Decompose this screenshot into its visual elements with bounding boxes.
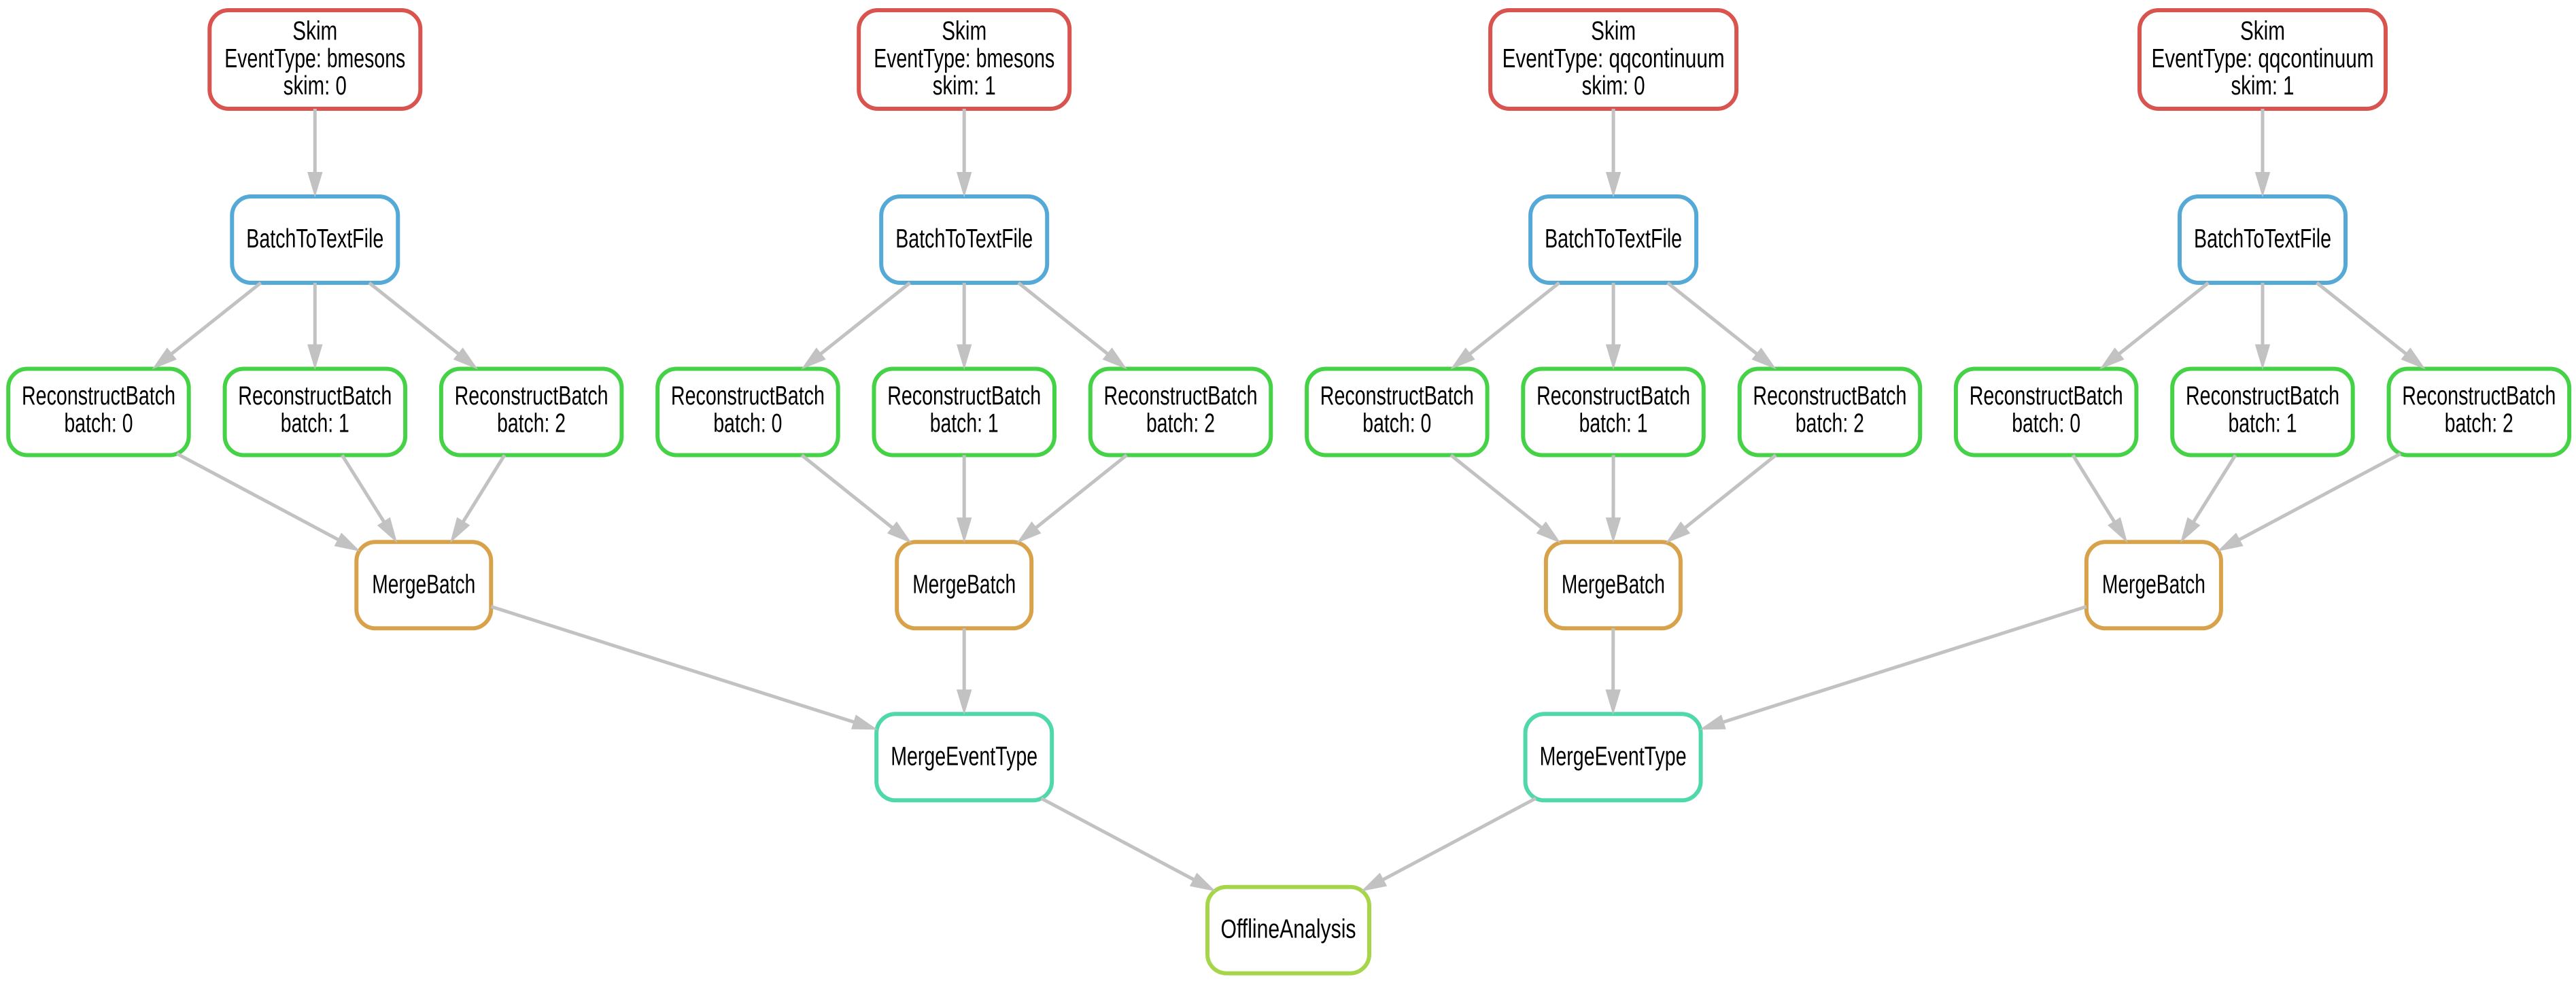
svg-text:batch: 2: batch: 2 xyxy=(497,409,566,438)
svg-text:skim: 0: skim: 0 xyxy=(284,71,347,101)
svg-text:OfflineAnalysis: OfflineAnalysis xyxy=(1221,915,1356,944)
svg-text:BatchToTextFile: BatchToTextFile xyxy=(1545,224,1682,254)
svg-text:BatchToTextFile: BatchToTextFile xyxy=(2194,224,2331,254)
svg-text:ReconstructBatch: ReconstructBatch xyxy=(1320,381,1474,411)
svg-text:batch: 0: batch: 0 xyxy=(2012,409,2080,438)
svg-text:ReconstructBatch: ReconstructBatch xyxy=(1104,381,1258,411)
svg-text:EventType: bmesons: EventType: bmesons xyxy=(874,44,1054,73)
svg-text:skim: 0: skim: 0 xyxy=(1582,71,1645,101)
svg-text:ReconstructBatch: ReconstructBatch xyxy=(1536,381,1690,411)
svg-text:EventType: qqcontinuum: EventType: qqcontinuum xyxy=(2152,44,2374,73)
svg-text:EventType: qqcontinuum: EventType: qqcontinuum xyxy=(1502,44,1725,73)
svg-text:ReconstructBatch: ReconstructBatch xyxy=(2186,381,2339,411)
svg-text:ReconstructBatch: ReconstructBatch xyxy=(671,381,825,411)
svg-text:ReconstructBatch: ReconstructBatch xyxy=(22,381,175,411)
svg-text:ReconstructBatch: ReconstructBatch xyxy=(887,381,1041,411)
svg-text:BatchToTextFile: BatchToTextFile xyxy=(246,224,383,254)
svg-text:BatchToTextFile: BatchToTextFile xyxy=(895,224,1033,254)
svg-text:batch: 2: batch: 2 xyxy=(2445,409,2513,438)
svg-text:Skim: Skim xyxy=(942,17,986,46)
svg-text:ReconstructBatch: ReconstructBatch xyxy=(2402,381,2556,411)
svg-text:ReconstructBatch: ReconstructBatch xyxy=(455,381,608,411)
svg-text:batch: 0: batch: 0 xyxy=(65,409,133,438)
svg-text:skim: 1: skim: 1 xyxy=(2231,71,2295,101)
svg-text:batch: 1: batch: 1 xyxy=(930,409,999,438)
svg-text:batch: 2: batch: 2 xyxy=(1146,409,1215,438)
svg-text:MergeEventType: MergeEventType xyxy=(891,742,1037,771)
svg-text:batch: 1: batch: 1 xyxy=(281,409,349,438)
svg-text:Skim: Skim xyxy=(292,17,337,46)
svg-text:EventType: bmesons: EventType: bmesons xyxy=(224,44,405,73)
svg-text:batch: 0: batch: 0 xyxy=(1362,409,1431,438)
svg-text:Skim: Skim xyxy=(1591,17,1636,46)
svg-text:batch: 2: batch: 2 xyxy=(1796,409,1864,438)
svg-text:skim: 1: skim: 1 xyxy=(933,71,996,101)
svg-text:ReconstructBatch: ReconstructBatch xyxy=(1970,381,2123,411)
svg-text:batch: 1: batch: 1 xyxy=(1579,409,1648,438)
svg-text:ReconstructBatch: ReconstructBatch xyxy=(238,381,392,411)
svg-text:MergeBatch: MergeBatch xyxy=(912,570,1016,599)
svg-text:MergeEventType: MergeEventType xyxy=(1540,742,1687,771)
svg-text:MergeBatch: MergeBatch xyxy=(1562,570,1665,599)
svg-text:MergeBatch: MergeBatch xyxy=(372,570,475,599)
svg-text:Skim: Skim xyxy=(2240,17,2285,46)
svg-text:MergeBatch: MergeBatch xyxy=(2102,570,2205,599)
svg-text:batch: 1: batch: 1 xyxy=(2229,409,2297,438)
svg-text:batch: 0: batch: 0 xyxy=(713,409,782,438)
svg-text:ReconstructBatch: ReconstructBatch xyxy=(1753,381,1906,411)
